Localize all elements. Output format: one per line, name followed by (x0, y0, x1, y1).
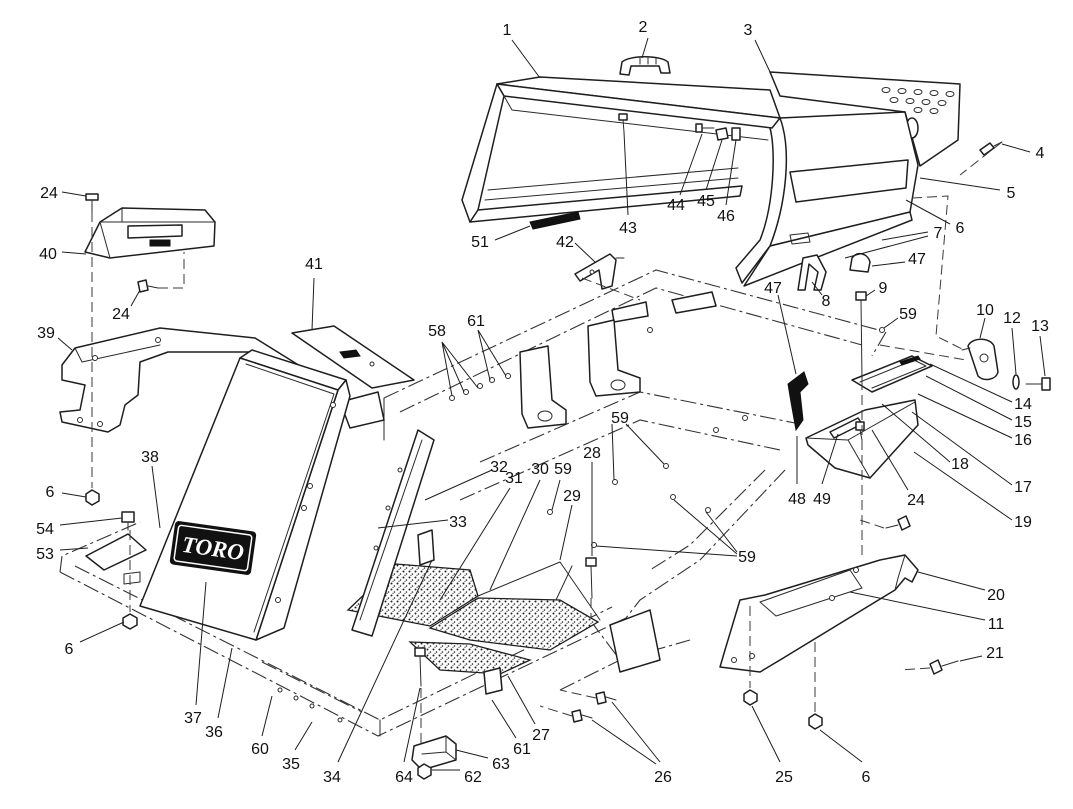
bottom-hardware (411, 557, 617, 780)
callout-number: 39 (37, 325, 55, 342)
hood-assembly (461, 71, 961, 287)
callout-number: 53 (36, 546, 54, 563)
callout-number: 47 (908, 251, 926, 268)
callout-number: 1 (503, 22, 512, 39)
left-hardware (85, 193, 159, 630)
callout-number: 33 (449, 514, 467, 531)
callout-number: 35 (282, 756, 300, 773)
callouts: 1 2 3 4 5 6 7 43 44 45 46 51 42 47 8 9 4… (36, 19, 1049, 786)
callout-number: 64 (395, 769, 413, 786)
toro-logo: TORO (169, 521, 257, 575)
callout-number: 6 (65, 641, 74, 658)
callout-number: 14 (1014, 396, 1032, 413)
callout-number: 59 (899, 306, 917, 323)
callout-number: 26 (654, 769, 672, 786)
callout-number: 59 (554, 461, 572, 478)
callout-number: 59 (738, 549, 756, 566)
callout-number: 6 (862, 769, 871, 786)
callout-number: 28 (583, 445, 601, 462)
callout-number: 6 (46, 484, 55, 501)
callout-number: 5 (1007, 185, 1016, 202)
callout-number: 13 (1031, 318, 1049, 335)
callout-number: 41 (305, 256, 323, 273)
callout-number: 34 (323, 769, 341, 786)
frame (59, 269, 887, 737)
callout-number: 24 (112, 306, 130, 323)
hood-latch (787, 371, 809, 432)
callout-number: 30 (531, 461, 549, 478)
callout-number: 21 (986, 645, 1004, 662)
callout-number: 54 (36, 521, 54, 538)
callout-number: 20 (987, 587, 1005, 604)
callout-number: 44 (667, 197, 685, 214)
callout-number: 60 (251, 741, 269, 758)
engine-mount-brackets (519, 319, 641, 429)
hood-latch-clips (797, 252, 871, 291)
rear-shield (719, 554, 959, 730)
callout-number: 32 (490, 459, 508, 476)
callout-number: 31 (505, 470, 523, 487)
console-support (339, 391, 435, 637)
hood-hardware (529, 113, 741, 230)
callout-number: 25 (775, 769, 793, 786)
callout-number: 10 (976, 302, 994, 319)
callout-number: 3 (744, 22, 753, 39)
callout-number: 36 (205, 724, 223, 741)
callout-number: 46 (717, 208, 735, 225)
callout-number: 61 (467, 313, 485, 330)
console-mount-bracket (59, 327, 343, 433)
callout-number: 59 (611, 410, 629, 427)
callout-number: 2 (639, 19, 648, 36)
callout-number: 63 (492, 756, 510, 773)
hood-hinge-bracket (574, 253, 625, 290)
callout-number: 17 (1014, 479, 1032, 496)
callout-number: 27 (532, 727, 550, 744)
callout-number: 29 (563, 488, 581, 505)
callout-number: 45 (697, 193, 715, 210)
battery-tray (805, 355, 933, 479)
callout-number: 18 (951, 456, 969, 473)
callout-number: 16 (1014, 432, 1032, 449)
console-top-plate (291, 325, 415, 389)
callout-number: 47 (764, 280, 782, 297)
callout-number: 9 (879, 280, 888, 297)
right-hardware (855, 141, 1051, 531)
callout-number: 15 (1014, 414, 1032, 431)
hood-handle (619, 56, 671, 76)
callout-number: 24 (40, 185, 58, 202)
callout-number: 7 (934, 225, 943, 242)
callout-number: 42 (556, 234, 574, 251)
seat-switch-box (84, 207, 216, 259)
callout-number: 43 (619, 220, 637, 237)
callout-number: 24 (907, 492, 925, 509)
callout-number: 8 (822, 293, 831, 310)
callout-number: 19 (1014, 514, 1032, 531)
leader-lines (57, 37, 1046, 771)
callout-number: 11 (988, 616, 1005, 633)
callout-number: 51 (471, 234, 489, 251)
callout-number: 58 (428, 323, 446, 340)
callout-number: 62 (464, 769, 482, 786)
control-console (139, 349, 351, 641)
callout-number: 37 (184, 710, 202, 727)
callout-number: 6 (956, 220, 965, 237)
callout-number: 40 (39, 246, 57, 263)
callout-number: 48 (788, 491, 806, 508)
assembly-lines (91, 141, 1003, 744)
callout-number: 12 (1003, 310, 1021, 327)
callout-number: 49 (813, 491, 831, 508)
callout-number: 4 (1036, 145, 1045, 162)
callout-number: 61 (513, 741, 531, 758)
callout-number: 38 (141, 449, 159, 466)
